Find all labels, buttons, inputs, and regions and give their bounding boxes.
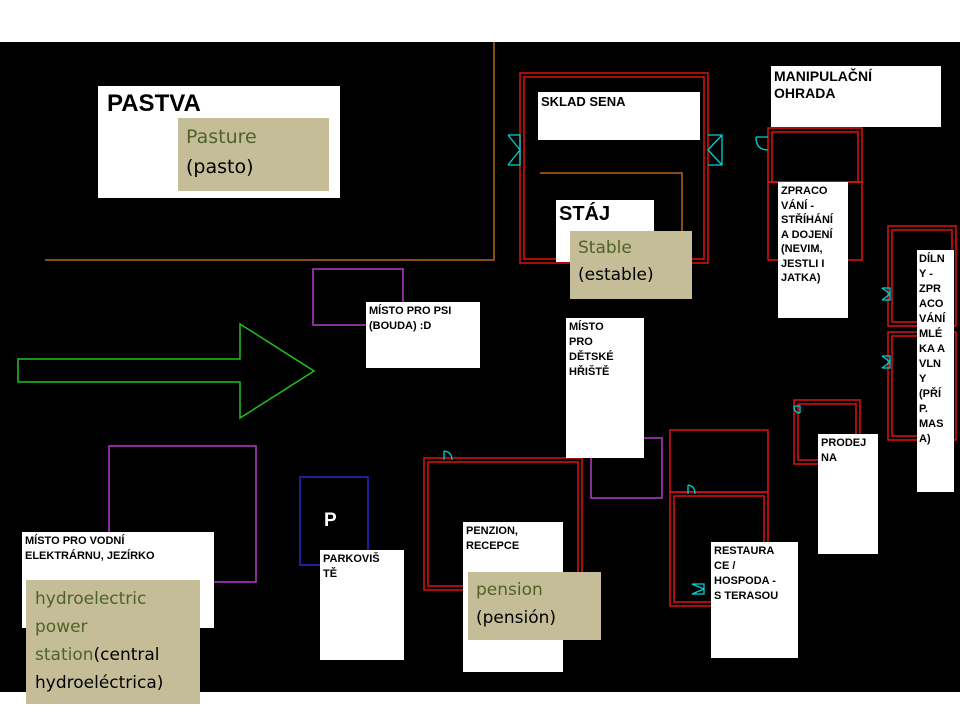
hydro-caption-es: (central hydroeléctrica): [35, 645, 164, 693]
zpracovani-box: ZPRACO VÁNÍ - STŘÍHÁNÍ A DOJENÍ (NEVIM, …: [778, 182, 848, 318]
sklad-sena-box: SKLAD SENA: [538, 92, 700, 140]
prodejna-box: PRODEJ NA: [818, 434, 878, 554]
parkoviste-box: PARKOVIŠ TĚ: [320, 550, 404, 660]
manipulacni-ohrada-box: MANIPULAČNÍ OHRADA: [771, 66, 941, 127]
restaurace-box: RESTAURA CE / HOSPODA - S TERASOU: [711, 542, 798, 658]
pension-caption-es: (pensión): [476, 608, 557, 628]
misto-pro-psi-box: MÍSTO PRO PSI (BOUDA) :D: [366, 302, 480, 368]
pasture-caption-es: (pasto): [186, 156, 254, 178]
dilny-box: DÍLN Y - ZPR ACO VÁNÍ MLÉ KA A VLN Y (PŘ…: [917, 250, 954, 492]
pension-caption-en: pension: [476, 580, 543, 600]
entrance-arrow: [17, 322, 316, 420]
hydro-caption: hydroelectric power station(central hydr…: [26, 580, 200, 704]
stable-caption-es: (estable): [578, 265, 654, 285]
detske-hriste-box: MÍSTO PRO DĚTSKÉ HŘIŠTĚ: [566, 318, 644, 458]
pasture-fence: [45, 42, 495, 261]
pension-caption: pension (pensión): [468, 572, 601, 640]
stable-caption-en: Stable: [578, 238, 632, 258]
parking-letter: P: [324, 510, 337, 531]
door-symbols: [443, 134, 891, 595]
pasture-caption-en: Pasture: [186, 126, 257, 148]
stable-caption: Stable (estable): [570, 231, 692, 299]
hydro-caption-en: hydroelectric power station: [35, 589, 147, 665]
pasture-caption: Pasture (pasto): [178, 118, 329, 191]
